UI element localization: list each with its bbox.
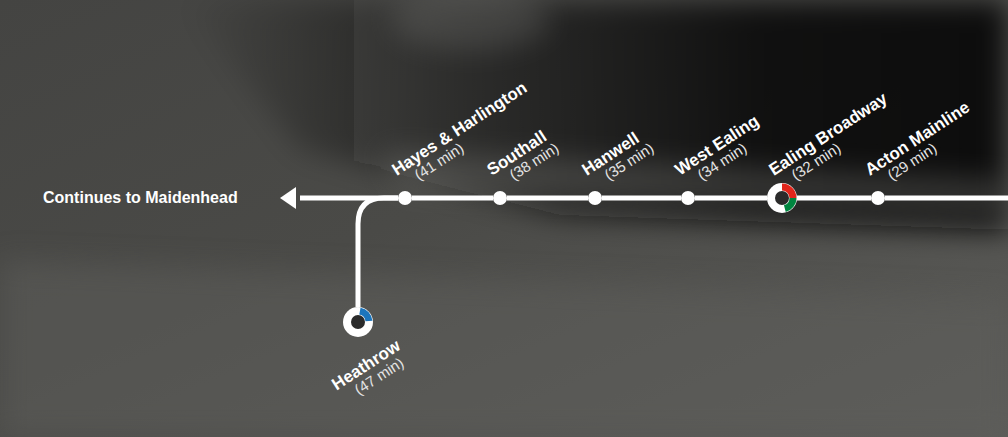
continuation-label: Continues to Maidenhead xyxy=(43,189,238,207)
route-line xyxy=(412,196,493,201)
route-line xyxy=(602,196,681,201)
route-line xyxy=(797,196,871,201)
dot xyxy=(588,191,602,205)
ring-centre xyxy=(775,191,789,205)
arrow-head xyxy=(280,187,296,209)
route-line xyxy=(695,196,767,201)
dot xyxy=(398,191,412,205)
ring-outer xyxy=(343,307,373,337)
interchange-station: Heathrow(47 min) xyxy=(343,307,373,337)
dot xyxy=(493,191,507,205)
station-stop: Acton Mainline(29 min) xyxy=(871,191,885,205)
station-dot xyxy=(681,191,695,205)
interchange-symbol xyxy=(767,183,797,213)
station-dot xyxy=(493,191,507,205)
station-dot xyxy=(398,191,412,205)
ring-centre xyxy=(351,315,365,329)
station-dot xyxy=(588,191,602,205)
interchange-station: Ealing Broadway(32 min) xyxy=(767,183,797,213)
station-stop: Hanwell(35 min) xyxy=(588,191,602,205)
station-stop: West Ealing(34 min) xyxy=(681,191,695,205)
station-stop: Hayes & Harlington(41 min) xyxy=(398,191,412,205)
dot xyxy=(871,191,885,205)
ring-outer xyxy=(767,183,797,213)
station-stop: Southall(38 min) xyxy=(493,191,507,205)
route-line xyxy=(507,196,588,201)
route-line xyxy=(885,196,1008,201)
interchange-symbol xyxy=(343,307,373,337)
route-line xyxy=(358,198,398,307)
station-dot xyxy=(871,191,885,205)
dot xyxy=(681,191,695,205)
